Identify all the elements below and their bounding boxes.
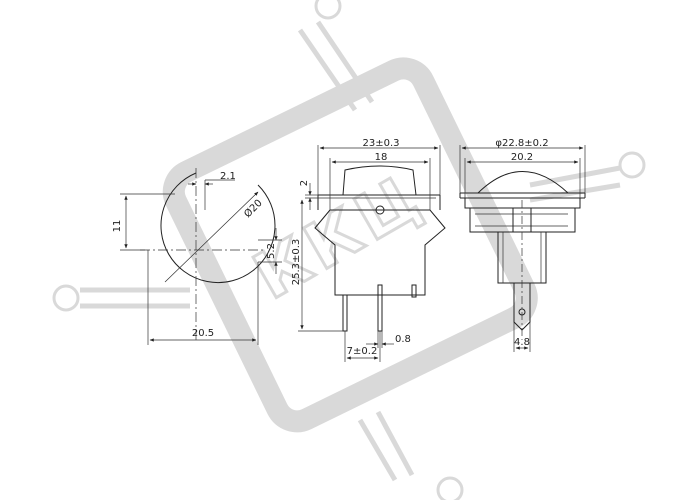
end-view: φ22.8±0.2 20.2 4.8: [459, 138, 586, 352]
dim-pin-thickness-label: 0.8: [395, 334, 411, 345]
end-view-rocker: [477, 171, 569, 194]
switch-body: [314, 209, 446, 296]
dim-diameter-label: Ø20: [242, 197, 265, 220]
watermark-frame: [162, 57, 538, 433]
dim-height-label: 11: [112, 220, 123, 233]
dim-width-label: 20.5: [192, 328, 214, 339]
watermark-circle-top: [314, 0, 342, 20]
watermark-circle-left: [52, 284, 80, 312]
pivot-point: [375, 205, 385, 215]
dim-offset-label: 2.1: [220, 171, 236, 182]
watermark-circle-right: [618, 151, 646, 179]
dim-body-label: 20.2: [511, 152, 533, 163]
dim-small-label: 5.2: [266, 243, 277, 259]
front-view-outline: [160, 172, 276, 284]
terminal-pin-left: [342, 294, 348, 332]
watermark-circle-bottom: [436, 476, 464, 500]
dim-height-side-label: 25.3±0.3: [291, 239, 302, 286]
dim-flange-label: φ22.8±0.2: [495, 138, 548, 149]
watermark-text: ККЦ: [242, 159, 437, 314]
dim-terminal-label: 4.8: [514, 337, 530, 348]
dim-total-width-label: 23±0.3: [362, 138, 399, 149]
dim-inner-width-label: 18: [375, 152, 388, 163]
side-view: 23±0.3 18 2 25.3±0.3 7±0.2 0.8: [291, 138, 446, 362]
dim-rocker-label: 2: [299, 180, 310, 186]
watermark-logo: ККЦ: [52, 0, 646, 500]
terminal-pin-center: [377, 284, 383, 332]
dim-pin-spacing-label: 7±0.2: [347, 346, 378, 357]
rocker-button: [342, 165, 417, 196]
terminal-pin-right: [411, 284, 417, 298]
